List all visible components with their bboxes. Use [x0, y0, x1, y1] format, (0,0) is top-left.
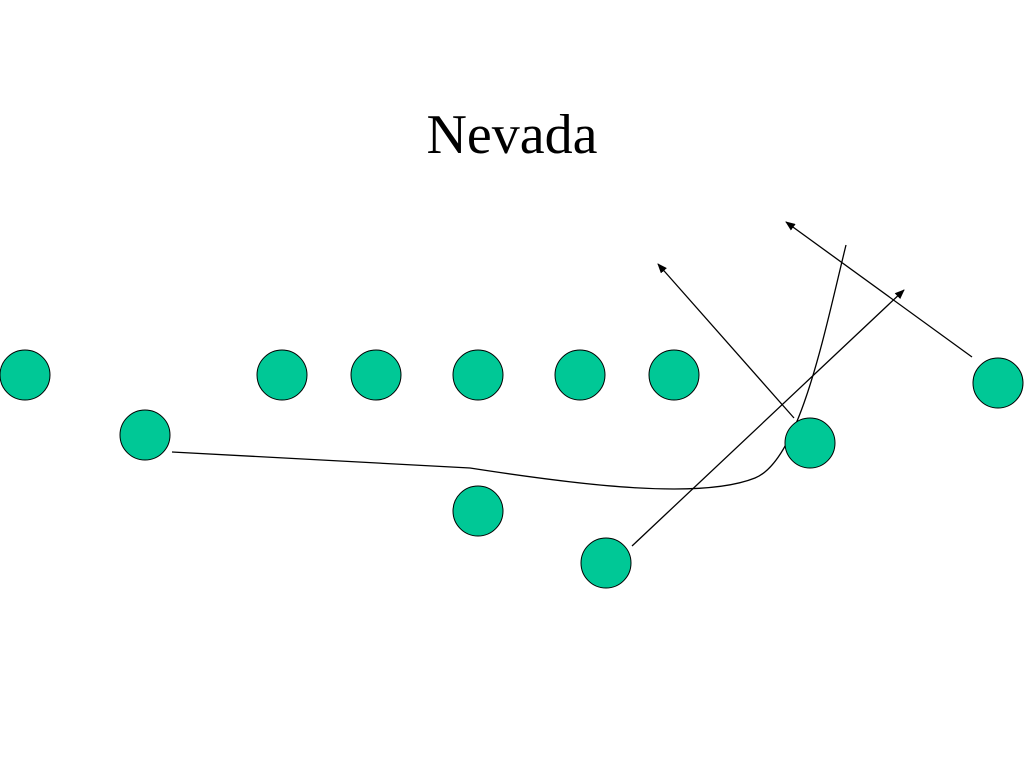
player-circle	[119, 409, 171, 461]
player-circle	[0, 349, 51, 401]
route-inside-arrow	[657, 263, 795, 419]
player-circle	[972, 357, 1024, 409]
player-circle	[648, 349, 700, 401]
player-circle	[452, 485, 504, 537]
player-circle	[554, 349, 606, 401]
player-circle	[784, 417, 836, 469]
player-circle	[580, 537, 632, 589]
slide-title: Nevada	[426, 104, 598, 166]
route-outside-arrow	[785, 221, 973, 358]
player-circle	[256, 349, 308, 401]
player-circle	[452, 349, 504, 401]
route-diagonal-arrow	[631, 289, 905, 547]
player-circle	[350, 349, 402, 401]
route-curve	[171, 244, 847, 490]
